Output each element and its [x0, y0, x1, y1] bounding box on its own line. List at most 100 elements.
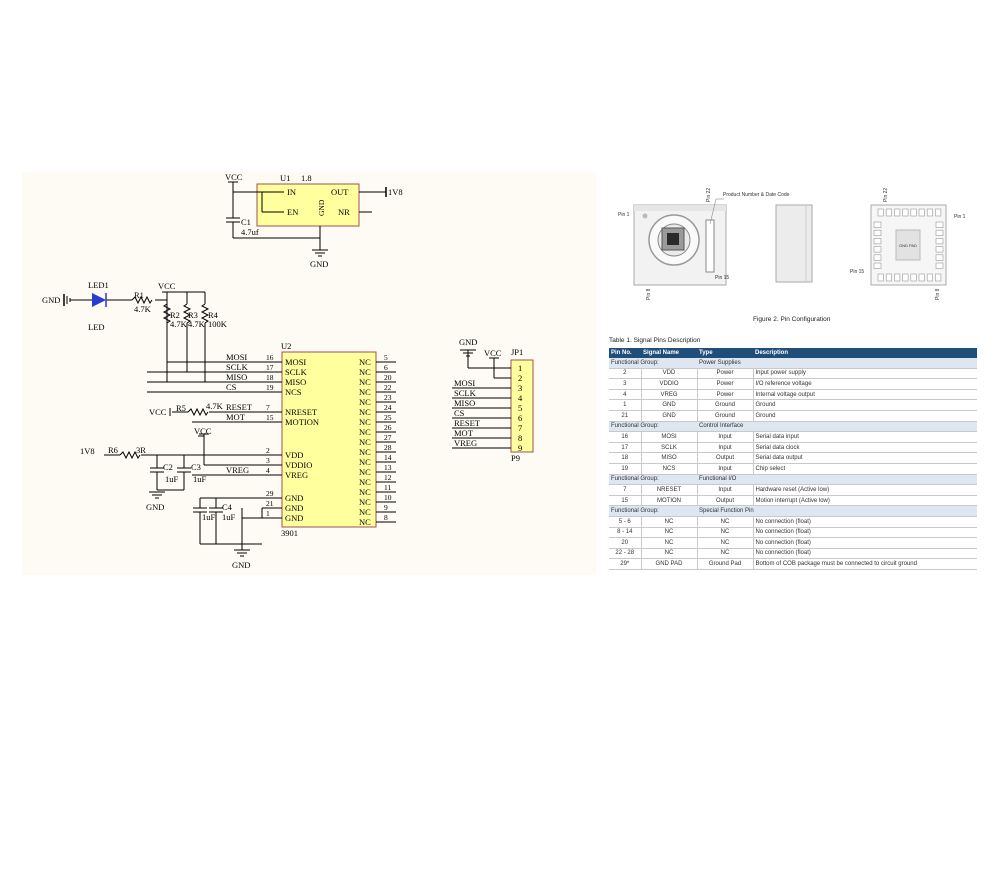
- table-cell: No connection (float): [752, 527, 977, 539]
- u2-sensor: U2 3901 MOSI16MOSISCLK17SCLKMISO18MISONC…: [226, 341, 396, 538]
- u2-pin-number: 19: [266, 383, 274, 392]
- table-cell: Functional Group:: [609, 421, 697, 433]
- svg-text:VCC: VCC: [158, 281, 176, 291]
- table-cell: 2: [609, 368, 641, 380]
- svg-text:Pin 8: Pin 8: [646, 288, 652, 300]
- u2-net-label: RESET: [226, 402, 253, 412]
- u2-pin-name: GND: [285, 493, 303, 503]
- svg-text:1.8: 1.8: [301, 173, 312, 183]
- jp1-net-label: MOSI: [454, 378, 475, 388]
- table-cell: GND: [640, 399, 697, 411]
- table-group-row: Functional Group:Power Supplies: [609, 358, 977, 369]
- table-cell: 22 - 28: [609, 548, 641, 560]
- table-cell: Ground: [752, 410, 977, 422]
- u2-pin-name: NC: [359, 437, 371, 447]
- u2-pin-name: NC: [359, 487, 371, 497]
- jp1-net-label: RESET: [454, 418, 481, 428]
- table-cell: Functional Group:: [609, 474, 697, 486]
- table-cell: 29*: [609, 558, 641, 570]
- table-cell: Power: [696, 368, 753, 380]
- table-cell: Power: [696, 389, 753, 401]
- u2-pin-name: NC: [359, 517, 371, 527]
- table-cell: Output: [696, 495, 753, 507]
- jp1-net-label: VREG: [454, 438, 477, 448]
- table-cell: Control Interface: [697, 421, 977, 433]
- u2-pin-number: 4: [266, 466, 270, 475]
- u2-pin-name: NCS: [285, 387, 302, 397]
- table-cell: Power: [696, 378, 753, 390]
- svg-text:C2: C2: [163, 462, 173, 472]
- u2-pin-name: VDDIO: [285, 460, 312, 470]
- u2-pin-name: VDD: [285, 450, 303, 460]
- table-cell: VDDIO: [640, 378, 697, 390]
- u2-pin-number: 6: [384, 363, 388, 372]
- svg-text:1uF: 1uF: [193, 474, 207, 484]
- col-type: Type: [697, 348, 753, 358]
- u2-pin-number: 8: [384, 513, 388, 522]
- u2-pin-number: 18: [266, 373, 274, 382]
- u2-pin-number: 7: [266, 403, 270, 412]
- table-cell: 16: [609, 431, 641, 443]
- u2-net-label: MISO: [226, 372, 247, 382]
- jp1-pin-number: 3: [518, 383, 522, 393]
- u2-pin-number: 25: [384, 413, 392, 422]
- table-cell: Serial data output: [752, 452, 977, 464]
- table-cell: Ground: [752, 399, 977, 411]
- svg-text:4.7K: 4.7K: [134, 304, 152, 314]
- table-cell: MISO: [640, 452, 697, 464]
- col-pin-no: Pin No.: [609, 348, 641, 358]
- table-cell: VREG: [640, 389, 697, 401]
- u2-pin-number: 13: [384, 463, 392, 472]
- svg-text:EN: EN: [287, 207, 298, 217]
- table-cell: Input: [696, 442, 753, 454]
- svg-text:R2: R2: [170, 310, 180, 320]
- svg-text:U1: U1: [280, 173, 290, 183]
- table-cell: GND: [640, 410, 697, 422]
- table-cell: Ground Pad: [696, 558, 753, 570]
- table-cell: Internal voltage output: [752, 389, 977, 401]
- col-signal-name: Signal Name: [641, 348, 697, 358]
- signal-pins-table: Pin No. Signal Name Type Description Fun…: [609, 348, 977, 570]
- u2-pin-number: 20: [384, 373, 392, 382]
- table-cell: NC: [696, 548, 753, 560]
- jp1-net-label: MISO: [454, 398, 475, 408]
- table-cell: GND PAD: [640, 558, 697, 570]
- led-label: LED: [88, 322, 105, 332]
- table-cell: NRESET: [640, 484, 697, 496]
- table-cell: Input: [696, 484, 753, 496]
- svg-text:R4: R4: [208, 310, 219, 320]
- u2-pin-name: NC: [359, 467, 371, 477]
- svg-text:GND: GND: [317, 199, 326, 216]
- u2-pin-name: NC: [359, 507, 371, 517]
- table-cell: 15: [609, 495, 641, 507]
- svg-text:1uF: 1uF: [202, 512, 216, 522]
- svg-text:Pin 1: Pin 1: [618, 212, 630, 218]
- u2-pin-name: NC: [359, 457, 371, 467]
- jp1-pin-number: 8: [518, 433, 522, 443]
- u2-pin-name: GND: [285, 503, 303, 513]
- svg-text:U2: U2: [281, 341, 291, 351]
- svg-text:VCC: VCC: [149, 407, 167, 417]
- u2-pin-name: NC: [359, 357, 371, 367]
- u2-net-label: VREG: [226, 465, 249, 475]
- svg-text:JP1: JP1: [511, 347, 523, 357]
- table-cell: NCS: [640, 463, 697, 475]
- table-group-row: Functional Group:Control Interface: [609, 421, 977, 433]
- pin-configuration-figure: Pin 1 Pin 22 Product Number & Date Code …: [606, 172, 1000, 332]
- table-cell: I/O reference voltage: [752, 378, 977, 390]
- svg-text:Pin 8: Pin 8: [935, 288, 941, 300]
- u2-pin-name: MISO: [285, 377, 306, 387]
- svg-text:100K: 100K: [208, 319, 228, 329]
- table-cell: NC: [696, 537, 753, 549]
- u2-pin-number: 11: [384, 483, 391, 492]
- table-cell: Functional Group:: [609, 505, 697, 517]
- svg-text:Pin 15: Pin 15: [715, 275, 729, 281]
- u2-pin-number: 21: [266, 499, 274, 508]
